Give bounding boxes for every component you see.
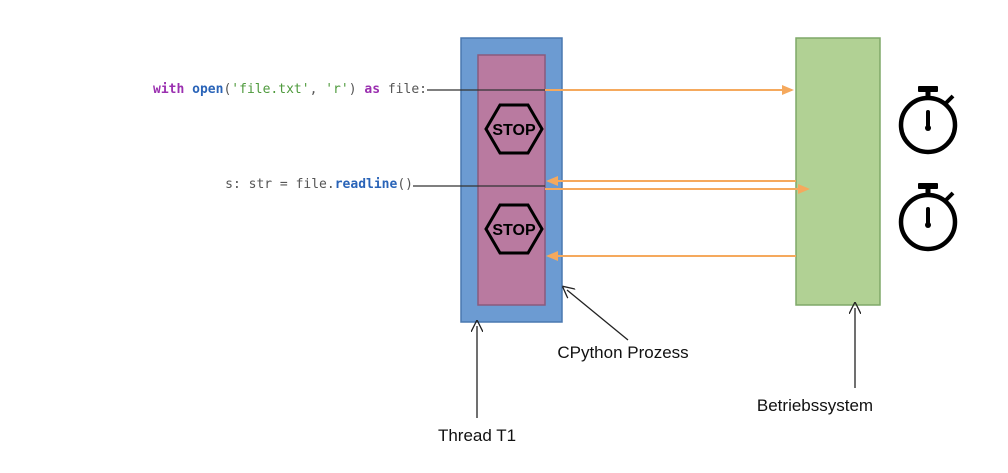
code-token-plain: s: str = file. (225, 177, 335, 192)
code-token-keyword: with (153, 82, 192, 97)
code-token-plain: , (310, 82, 326, 97)
code-line-open: with open('file.txt', 'r') as file: (153, 82, 427, 97)
code-token-keyword: as (364, 82, 380, 97)
code-token-plain: () (397, 177, 413, 192)
stopwatch-icon (898, 86, 958, 155)
code-token-builtin: readline (335, 177, 398, 192)
process-pointer-arrow (567, 290, 629, 341)
code-token-string: 'file.txt' (231, 82, 309, 97)
os-box (795, 37, 881, 306)
code-token-builtin: open (192, 82, 223, 97)
stop-sign-icon: STOP (484, 203, 544, 255)
thread-label: Thread T1 (438, 426, 516, 445)
code-token-string: 'r' (325, 82, 348, 97)
stop-sign-label: STOP (492, 222, 536, 239)
process-label: CPython Prozess (557, 343, 688, 362)
stop-sign-icon: STOP (484, 103, 544, 155)
code-token-plain: ( (223, 82, 231, 97)
stop-sign-label: STOP (492, 122, 536, 139)
code-token-plain: ) (349, 82, 365, 97)
os-label: Betriebssystem (757, 396, 873, 415)
code-line-readline: s: str = file.readline() (225, 177, 413, 192)
process-box (477, 54, 546, 306)
stopwatch-icon (898, 183, 958, 252)
code-token-plain: file: (380, 82, 427, 97)
